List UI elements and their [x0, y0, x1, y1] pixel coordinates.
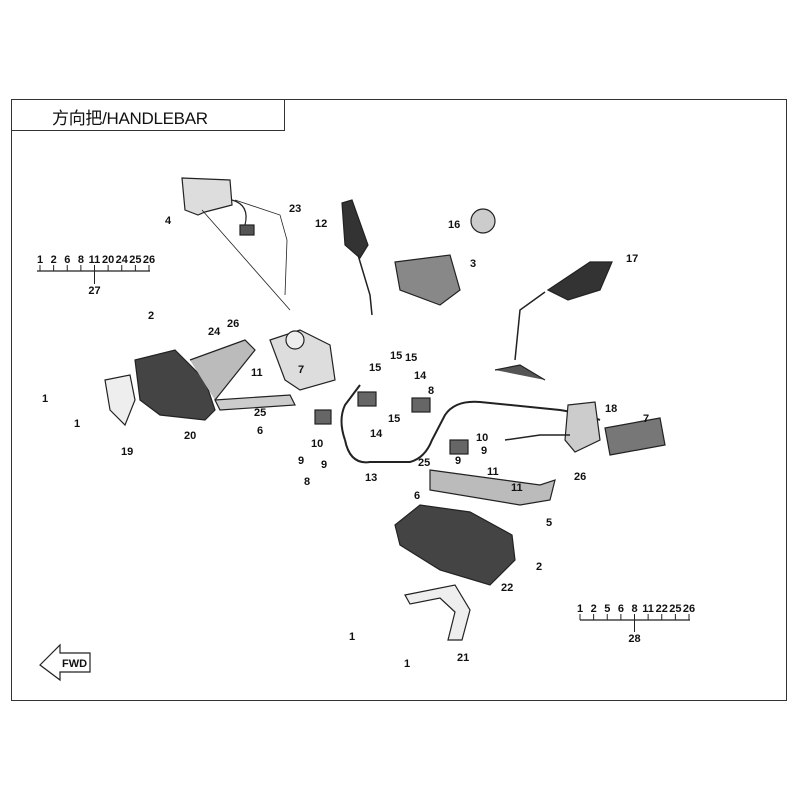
part-callout: 10	[476, 432, 488, 444]
group-part-number: 1	[577, 603, 583, 615]
group-part-number: 6	[618, 603, 624, 615]
part-callout: 6	[414, 490, 420, 502]
part-callout: 12	[315, 218, 327, 230]
cap-16	[470, 208, 496, 234]
part-callout: 6	[257, 425, 263, 437]
part-callout: 14	[370, 428, 383, 440]
part-callout: 16	[448, 219, 460, 231]
group-part-number: 8	[78, 254, 84, 266]
part-callout: 19	[121, 446, 133, 458]
group-part-number: 26	[683, 603, 695, 615]
part-callout: 9	[455, 455, 461, 467]
part-callout: 3	[470, 258, 476, 270]
part-callout: 1	[349, 631, 355, 643]
left-mirror	[341, 199, 369, 259]
group-part-number: 25	[129, 254, 141, 266]
right-switch	[564, 401, 601, 453]
assembly-number: 28	[628, 633, 640, 645]
part-callout: 9	[481, 445, 487, 457]
part-callout: 25	[418, 457, 430, 469]
guard-bar	[429, 469, 556, 506]
group-part-number: 2	[591, 603, 597, 615]
handlebar-tube	[344, 400, 601, 464]
part-callout: 15	[388, 413, 400, 425]
part-callout: 17	[626, 253, 638, 265]
part-callout: 9	[298, 455, 304, 467]
group-part-number: 11	[89, 254, 101, 266]
cover-3	[394, 254, 461, 306]
part-callout: 13	[365, 472, 377, 484]
group-part-number: 22	[656, 603, 668, 615]
left-handguard	[134, 349, 216, 421]
group-part-number: 1	[37, 254, 43, 266]
part-callout: 14	[414, 370, 427, 382]
fwd-arrow-icon	[39, 643, 91, 682]
part-callout: 21	[457, 652, 469, 664]
group-part-number: 11	[642, 603, 654, 615]
right-handguard	[394, 504, 516, 586]
group-part-number: 24	[116, 254, 129, 266]
part-callout: 26	[574, 471, 586, 483]
part-callout: 5	[546, 517, 552, 529]
part-callout: 22	[501, 582, 513, 594]
part-callout: 1	[74, 418, 80, 430]
part-callout: 8	[304, 476, 310, 488]
part-callout: 15	[405, 352, 417, 364]
part-callout: 4	[165, 215, 172, 227]
group-part-number: 5	[604, 603, 610, 615]
page-title: 方向把/HANDLEBAR	[52, 109, 208, 128]
group-part-number: 6	[64, 254, 70, 266]
fwd-label: FWD	[62, 658, 87, 670]
part-callout: 2	[148, 310, 154, 322]
part-callout: 9	[321, 459, 327, 471]
part-callout: 1	[42, 393, 48, 405]
part-callout: 7	[298, 364, 304, 376]
part-callout: 11	[487, 466, 499, 478]
part-callout: 23	[289, 203, 301, 215]
right-mirror	[546, 261, 613, 301]
group-part-number: 26	[143, 254, 155, 266]
part-callout: 26	[227, 318, 239, 330]
group-part-number: 20	[102, 254, 114, 266]
part-callout: 1	[404, 658, 410, 670]
part-callout: 7	[643, 413, 649, 425]
part-callout: 11	[511, 482, 523, 494]
part-callout: 8	[428, 385, 434, 397]
right-grip	[604, 417, 666, 456]
assembly-number: 27	[88, 285, 100, 297]
part-callout: 10	[311, 438, 323, 450]
group-part-number: 2	[51, 254, 57, 266]
part-callout: 15	[390, 350, 402, 362]
part-callout: 24	[208, 326, 221, 338]
title-box	[11, 99, 285, 131]
part-callout: 2	[536, 561, 542, 573]
group-part-number: 8	[631, 603, 637, 615]
part-callout: 25	[254, 407, 266, 419]
part-callout: 20	[184, 430, 196, 442]
group-part-number: 25	[669, 603, 681, 615]
part-callout: 18	[605, 403, 617, 415]
part-callout: 15	[369, 362, 381, 374]
diagram-frame	[11, 99, 787, 701]
part-callout: 11	[251, 367, 263, 379]
master-cylinder	[181, 177, 233, 216]
deflector-21	[404, 584, 471, 641]
